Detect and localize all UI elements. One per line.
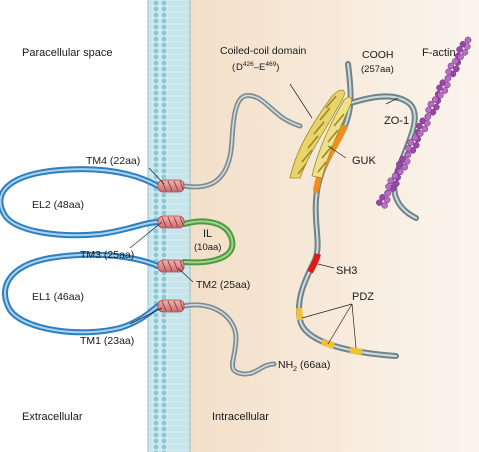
cooh-label: COOH [362, 49, 394, 61]
actin-monomer [431, 96, 439, 103]
actin-monomer [452, 57, 459, 65]
actin-monomer [461, 49, 469, 56]
tm4-helix [157, 179, 185, 193]
tm2-label: TM2 (25aa) [196, 279, 250, 291]
intracellular-label: Intracellular [212, 411, 269, 423]
actin-monomer [384, 189, 392, 197]
actin-monomer [453, 65, 460, 73]
tm3-label: TM3 (25aa) [80, 249, 134, 261]
nh2-label: NH2 (66aa) [278, 359, 330, 373]
actin-monomer [456, 46, 463, 53]
actin-monomer [447, 62, 455, 70]
actin-monomer [437, 92, 444, 99]
actin-monomer [387, 177, 394, 184]
pdz-domain-3 [349, 347, 363, 355]
zo1-label: ZO-1 [384, 115, 409, 127]
coiled-coil-title: Coiled-coil domain [220, 45, 307, 57]
f-actin-filament [376, 36, 472, 209]
tm3-helix [157, 215, 185, 229]
actin-monomer [464, 43, 471, 50]
actin-monomer [436, 84, 443, 92]
actin-monomer [416, 122, 423, 130]
il-label: IL [203, 228, 212, 240]
actin-monomer [396, 161, 403, 168]
actin-monomer [391, 172, 399, 180]
actin-monomer [441, 87, 449, 94]
actin-monomer [425, 106, 432, 114]
tm2-helix [157, 259, 185, 273]
cooh-length: (257aa) [361, 64, 394, 75]
actin-monomer [393, 180, 400, 187]
il-length: (10aa) [194, 242, 221, 253]
actin-monomer [421, 125, 429, 133]
guk-label: GUK [352, 155, 377, 167]
actin-monomer [444, 75, 452, 82]
actin-monomer [424, 119, 431, 127]
actin-monomer [404, 151, 412, 159]
actin-monomer [457, 53, 464, 61]
svg-text:(: ( [232, 62, 236, 73]
el1-label: EL1 (46aa) [32, 291, 84, 303]
coiled-coil-domain [289, 89, 352, 179]
leader-lines [129, 83, 399, 349]
actin-monomer [413, 142, 420, 149]
actin-monomer [401, 163, 409, 171]
actin-monomer [464, 36, 472, 44]
sh3-domain [307, 253, 321, 274]
actin-monomer [411, 134, 419, 141]
paracellular-label: Paracellular space [22, 47, 113, 59]
actin-monomer [424, 113, 432, 120]
tm1-label: TM1 (23aa) [80, 335, 134, 347]
actin-monomer [381, 202, 388, 209]
tm1-helix [157, 299, 185, 313]
factin-label: F-actin [422, 47, 456, 59]
tm4-label: TM4 (22aa) [86, 155, 140, 167]
actin-monomer [407, 139, 414, 146]
extracellular-label: Extracellular [22, 411, 83, 423]
actin-monomer [417, 130, 424, 137]
actin-monomer [383, 196, 391, 204]
intracellular-background [190, 0, 479, 452]
actin-monomer [405, 144, 412, 152]
actin-monomer [433, 103, 440, 111]
actin-monomer [445, 68, 452, 75]
coiled-coil-range: D426–E469) [236, 61, 279, 73]
actin-monomer [376, 199, 383, 206]
sh3-label: SH3 [336, 265, 357, 277]
pdz-label: PDZ [352, 291, 374, 303]
actin-monomer [385, 183, 392, 190]
actin-monomer [397, 168, 404, 176]
pdz-domain-1 [296, 307, 303, 321]
actin-monomer [427, 100, 435, 108]
actin-monomer [444, 81, 451, 89]
actin-monomer [403, 158, 411, 165]
el2-label: EL2 (48aa) [32, 199, 84, 211]
